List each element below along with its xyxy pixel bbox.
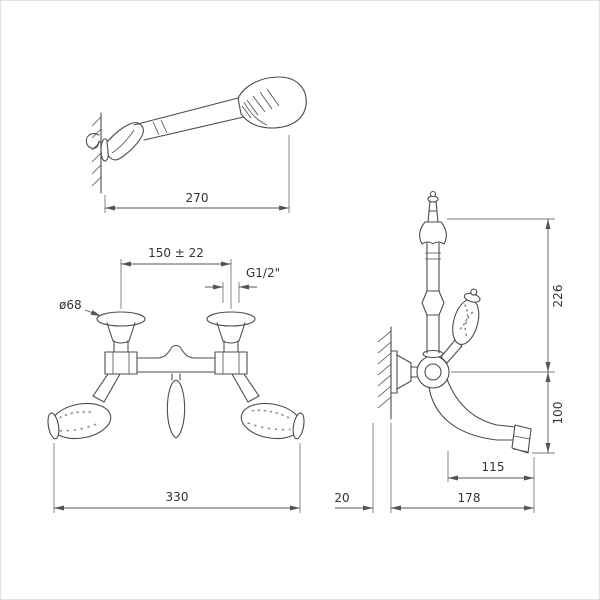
hand-shower-view: 270	[85, 76, 307, 213]
left-handle-stem	[92, 373, 121, 403]
mixer-body-front	[104, 344, 248, 375]
wall-section-side	[377, 326, 392, 420]
dim-flange-diameter: ø68	[59, 298, 102, 317]
dim-spout-drop: 100	[532, 372, 565, 454]
diverter-knob	[166, 373, 186, 439]
side-lever-handle	[440, 288, 481, 364]
dim-total-depth: 178	[391, 491, 534, 511]
dim-270: 270	[104, 135, 290, 213]
dim-spout-reach: 115	[447, 451, 535, 513]
wall-hatch	[91, 116, 102, 187]
right-wall-flange	[206, 311, 256, 353]
dim-wall-thickness-label: 20	[334, 491, 349, 505]
dim-270-label: 270	[186, 191, 209, 205]
wall-hatch-side	[377, 330, 392, 409]
wall-hook	[85, 133, 100, 149]
side-view: 226 100 115 20 178	[334, 190, 565, 513]
body-bridge	[136, 344, 216, 373]
shower-head	[237, 76, 307, 129]
spout	[428, 378, 532, 454]
dim-center-distance: 150 ± 22	[120, 246, 232, 309]
dim-thread-label: G1/2"	[246, 266, 280, 280]
dim-spout-drop-label: 100	[551, 402, 565, 425]
riser-column	[421, 242, 445, 359]
right-lever-handle	[231, 373, 305, 440]
right-handle-stem	[231, 373, 260, 403]
dim-center-distance-label: 150 ± 22	[148, 246, 204, 260]
dim-flange-diameter-label: ø68	[59, 298, 82, 312]
spray-face-hatch	[241, 88, 280, 119]
left-wall-flange	[96, 311, 146, 353]
mixer-body-side	[416, 355, 450, 389]
dim-column-height: 226	[447, 218, 565, 373]
right-union-nut	[214, 351, 248, 375]
column-decor-diamond	[421, 290, 445, 316]
front-view: 150 ± 22 G1/2" ø68	[47, 246, 305, 513]
dim-thread: G1/2"	[205, 266, 280, 303]
dim-wall-thickness: 20	[334, 423, 409, 513]
shower-handle	[133, 97, 249, 141]
side-handle-stem	[440, 339, 463, 364]
shower-cradle	[419, 190, 447, 245]
dim-spout-reach-label: 115	[482, 460, 505, 474]
wall-flange-side	[390, 350, 418, 394]
aerator	[511, 424, 532, 454]
shower-bracket	[100, 122, 144, 162]
left-lever-handle	[47, 373, 121, 440]
dim-total-depth-label: 178	[458, 491, 481, 505]
dim-total-width-label: 330	[166, 490, 189, 504]
dim-total-width: 330	[53, 443, 301, 513]
left-union-nut	[104, 351, 138, 375]
dim-column-height-label: 226	[551, 285, 565, 308]
handshower-stub	[427, 200, 439, 223]
wall-section-top	[91, 112, 102, 194]
